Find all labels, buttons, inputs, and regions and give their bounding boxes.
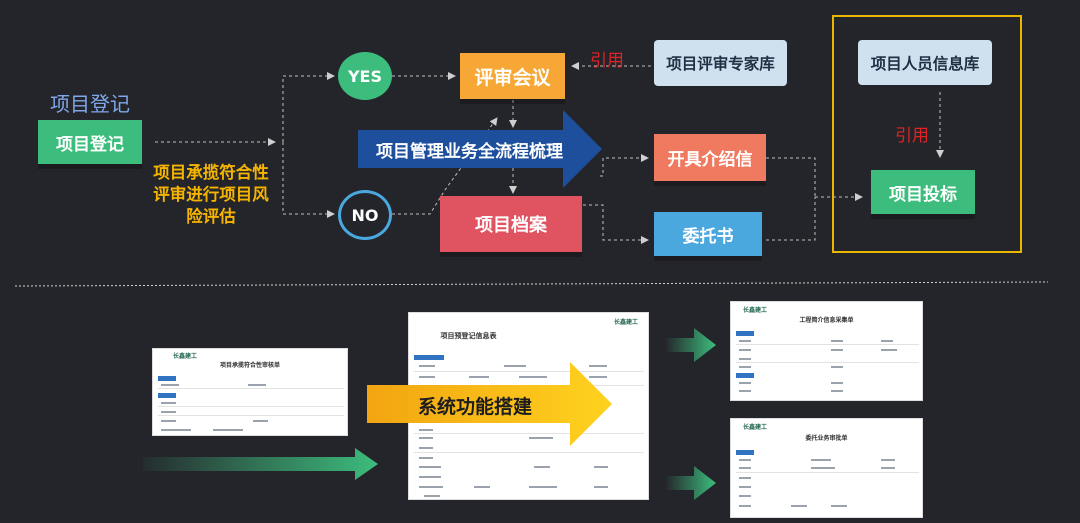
form-section-bar	[736, 373, 754, 378]
personnel-db-box[interactable]: 项目人员信息库	[858, 40, 992, 85]
personnel-group-frame	[832, 15, 1022, 253]
section-title: 项目登记	[50, 92, 130, 116]
section-divider	[14, 281, 1049, 287]
form-section-bar	[158, 393, 176, 398]
form-title: 项目预登记信息表	[440, 332, 497, 340]
yes-circle[interactable]: YES	[338, 52, 392, 100]
bidding-box[interactable]: 项目投标	[871, 170, 975, 214]
form-logo: 长鑫建工	[743, 307, 768, 314]
no-circle[interactable]: NO	[338, 190, 392, 240]
connector	[766, 157, 816, 197]
connector	[282, 142, 335, 218]
quote-label-expert: 引用	[590, 51, 624, 71]
green-arrow-left	[143, 448, 378, 480]
process-arrow-shape	[358, 110, 602, 188]
form-logo: 长鑫建工	[614, 319, 639, 326]
form-title: 项目承揽符合性审核单	[219, 362, 280, 369]
expert-db-box[interactable]: 项目评审专家库	[654, 40, 787, 86]
connector	[583, 204, 649, 244]
connector	[600, 154, 649, 177]
form-section-bar	[414, 355, 444, 360]
quote-label-personnel: 引用	[895, 126, 929, 146]
form-thumbnail[interactable]: 长鑫建工 工程简介信息采集单	[730, 301, 923, 401]
yes-label: YES	[347, 66, 383, 86]
connector	[766, 197, 816, 241]
form-title: 工程简介信息采集单	[799, 317, 854, 324]
green-arrow-top-right	[665, 328, 716, 362]
entrust-box[interactable]: 委托书	[654, 212, 762, 256]
green-arrow-bottom-right	[665, 466, 716, 500]
form-thumbnail[interactable]: 长鑫建工 项目承揽符合性审核单	[152, 348, 348, 436]
review-meeting-box[interactable]: 评审会议	[460, 53, 565, 99]
no-label: NO	[351, 205, 379, 225]
register-box[interactable]: 项目登记	[38, 120, 142, 164]
form-section-bar	[736, 331, 754, 336]
process-arrow-label: 项目管理业务全流程梳理	[376, 142, 563, 162]
system-arrow-label: 系统功能搭建	[418, 396, 533, 418]
form-section-bar	[158, 376, 176, 381]
archive-box[interactable]: 项目档案	[440, 196, 582, 252]
form-section-bar	[736, 450, 754, 455]
connector	[282, 72, 335, 142]
form-title: 委托业务审批单	[805, 435, 848, 442]
form-thumbnail[interactable]: 长鑫建工 委托业务审批单	[730, 418, 923, 518]
intro-letter-box[interactable]: 开具介绍信	[654, 134, 766, 181]
form-logo: 长鑫建工	[173, 353, 198, 360]
form-logo: 长鑫建工	[743, 424, 768, 431]
risk-note: 项目承揽符合性评审进行项目风险评估	[153, 163, 269, 226]
